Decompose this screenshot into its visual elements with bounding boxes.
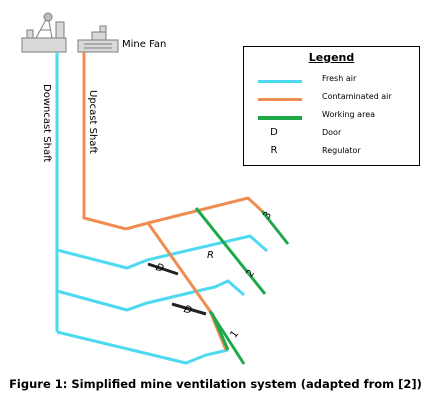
working-area-2 <box>194 207 267 295</box>
working-area-3 <box>260 210 290 245</box>
legend-label: Contaminated air <box>322 92 392 101</box>
figure-caption: Figure 1: Simplified mine ventilation sy… <box>9 377 422 391</box>
legend-title: Legend <box>308 51 355 64</box>
legend-letter-door: D <box>270 127 278 138</box>
door-label-2: D <box>182 304 193 317</box>
legend-item-working-area: Working area <box>244 109 419 125</box>
door-1 <box>147 262 179 276</box>
legend-swatch-fresh-air <box>258 80 302 83</box>
fresh-air-level-2-east <box>205 279 245 297</box>
regulator-label: R <box>207 250 214 261</box>
upcast-shaft-label: Upcast Shaft <box>87 90 98 154</box>
working-area-number-3: 3 <box>261 210 274 222</box>
mine-fan-icon <box>77 25 119 53</box>
legend-label: Regulator <box>322 146 361 155</box>
fresh-air-level-2 <box>56 287 207 312</box>
legend-item-regulator: R Regulator <box>244 145 419 161</box>
return-airway <box>125 196 264 231</box>
mine-fan-label: Mine Fan <box>122 39 166 50</box>
working-area-1-main <box>208 310 246 365</box>
door-label-1: D <box>154 262 165 275</box>
legend: Legend Fresh air Contaminated air Workin… <box>243 46 420 166</box>
downcast-headframe-icon <box>21 12 67 53</box>
legend-item-door: D Door <box>244 127 419 143</box>
legend-label: Fresh air <box>322 74 357 83</box>
fresh-air-level-1 <box>56 234 268 270</box>
legend-letter-regulator: R <box>270 145 278 156</box>
legend-label: Working area <box>322 110 376 119</box>
legend-item-fresh-air: Fresh air <box>244 73 419 89</box>
fresh-air-level-3 <box>56 330 229 365</box>
door-2 <box>171 302 207 316</box>
legend-item-contaminated-air: Contaminated air <box>244 91 419 107</box>
working-area-number-2: 2 <box>244 268 257 280</box>
downcast-shaft-label: Downcast Shaft <box>41 84 52 162</box>
legend-swatch-working-area <box>258 116 302 120</box>
upcast-shaft <box>82 52 127 231</box>
working-area-number-1: 1 <box>228 329 241 341</box>
legend-label: Door <box>322 128 342 137</box>
legend-swatch-contaminated-air <box>258 98 302 101</box>
